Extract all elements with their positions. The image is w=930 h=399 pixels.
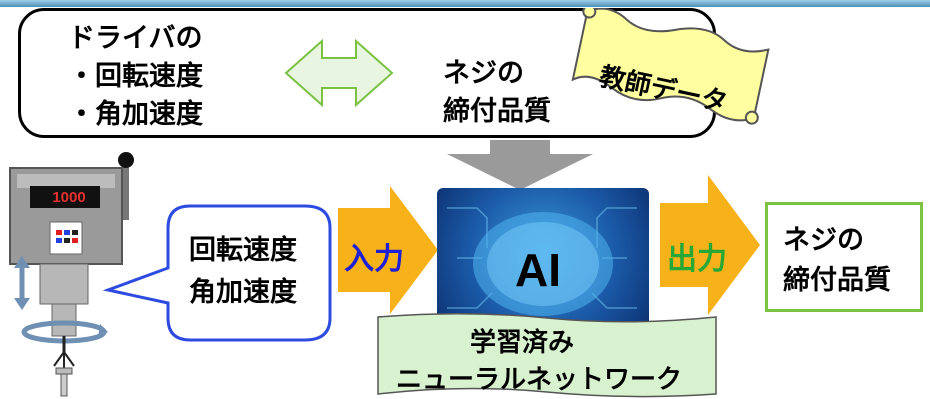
input-label: 入力 [344,242,404,277]
speech-bubble [102,204,332,342]
quality-line-1: ネジの [443,58,524,89]
tool-display-value: 1000 [52,189,86,206]
ai-label: AI [515,244,561,296]
quality-line-2: 締付品質 [443,96,551,127]
output-line-2: 締付品質 [783,265,891,296]
ai-brain-image [437,188,649,334]
circuit-pattern-icon [447,207,637,316]
screwdriver-tool-icon [9,152,134,397]
down-arrow-icon [447,140,593,190]
banner-line-2: ニューラルネットワーク [396,365,683,395]
driver-item-rotation: ・回転速度 [68,61,203,92]
double-arrow-icon [284,38,394,108]
driver-title: ドライバの [68,23,203,54]
input-arrow-icon [338,186,438,314]
driver-item-acceleration: ・角加速度 [68,99,203,130]
banner-line-1: 学習済み [470,328,575,358]
output-line-1: ネジの [783,225,864,256]
teacher-data-flag-icon [571,8,770,125]
output-arrow-icon [660,175,760,315]
output-result-box [765,202,923,312]
bubble-line-1: 回転速度 [189,235,297,266]
bubble-line-2: 角加速度 [189,277,297,308]
top-accent-bar [0,0,930,7]
output-label: 出力 [667,242,727,277]
network-banner [377,313,717,398]
